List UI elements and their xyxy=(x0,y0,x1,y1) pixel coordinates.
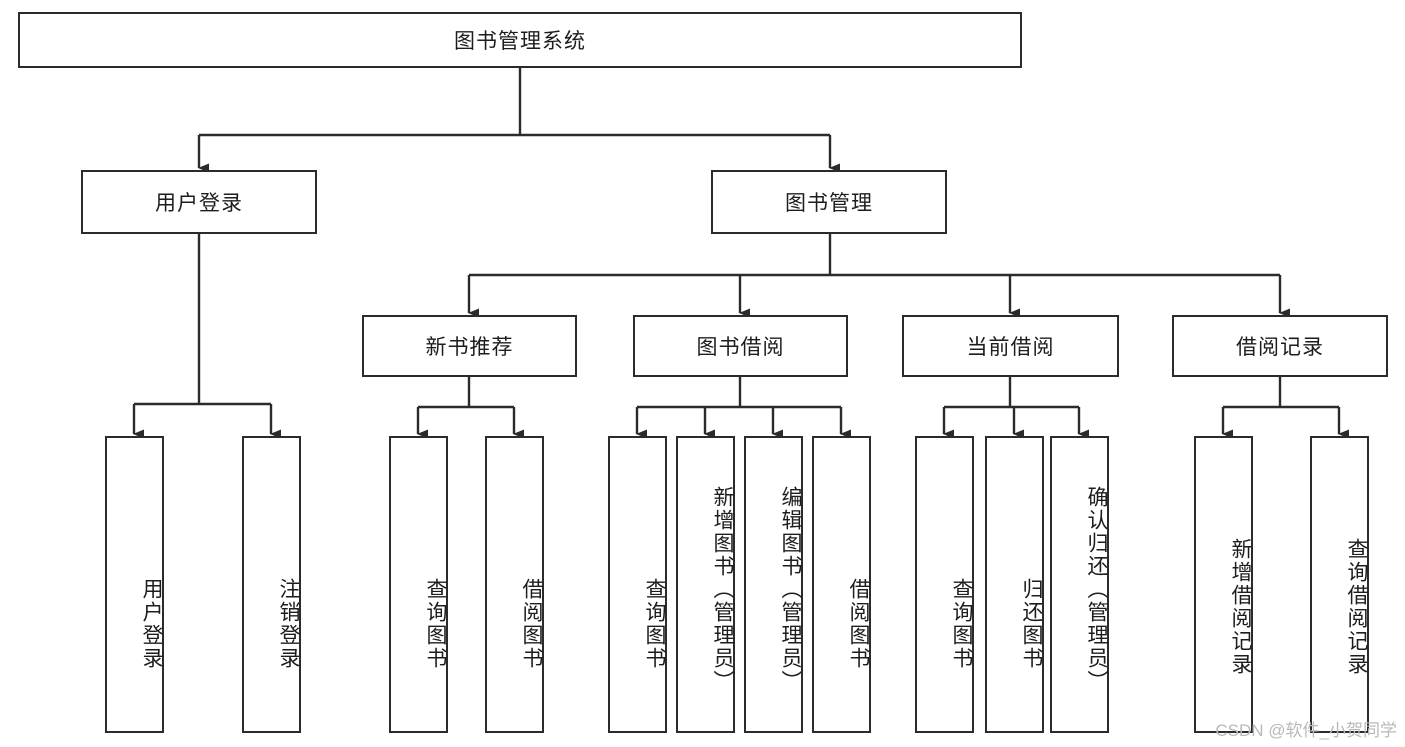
leaf-borrow-book-recommend[interactable]: 借阅图书 xyxy=(485,436,544,733)
node-borrow-record-label: 借阅记录 xyxy=(1236,336,1324,359)
leaf-return-book[interactable]: 归还图书 xyxy=(985,436,1044,733)
leaf-query-book-recommend-label: 查询图书 xyxy=(424,577,447,670)
leaf-query-borrow-record[interactable]: 查询借阅记录 xyxy=(1310,436,1369,733)
leaf-query-book-current-label: 查询图书 xyxy=(950,577,973,670)
leaf-logout-label: 注销登录 xyxy=(277,577,300,670)
leaf-add-borrow-record[interactable]: 新增借阅记录 xyxy=(1194,436,1253,733)
node-root[interactable]: 图书管理系统 xyxy=(18,12,1022,68)
node-book-management[interactable]: 图书管理 xyxy=(711,170,947,234)
leaf-logout[interactable]: 注销登录 xyxy=(242,436,301,733)
leaf-edit-book-admin-label: 编辑图书（管理员） xyxy=(779,486,802,693)
node-new-book-recommend-label: 新书推荐 xyxy=(425,336,514,359)
leaf-borrow-book-borrow-label: 借阅图书 xyxy=(847,577,870,670)
leaf-confirm-return-admin-label: 确认归还（管理员） xyxy=(1085,486,1108,693)
leaf-query-book-borrow[interactable]: 查询图书 xyxy=(608,436,667,733)
node-book-borrow[interactable]: 图书借阅 xyxy=(633,315,848,377)
watermark: CSDN @软件_小贺同学 xyxy=(1215,721,1397,740)
leaf-return-book-label: 归还图书 xyxy=(1020,577,1043,670)
leaf-query-book-recommend[interactable]: 查询图书 xyxy=(389,436,448,733)
node-root-label: 图书管理系统 xyxy=(454,30,586,53)
node-user-login[interactable]: 用户登录 xyxy=(81,170,317,234)
leaf-add-borrow-record-label: 新增借阅记录 xyxy=(1229,538,1252,676)
leaf-query-book-current[interactable]: 查询图书 xyxy=(915,436,974,733)
leaf-add-book-admin-label: 新增图书（管理员） xyxy=(711,486,734,693)
node-current-borrow-label: 当前借阅 xyxy=(966,336,1055,359)
node-book-borrow-label: 图书借阅 xyxy=(696,336,785,359)
node-current-borrow[interactable]: 当前借阅 xyxy=(902,315,1119,377)
node-book-management-label: 图书管理 xyxy=(785,192,873,215)
leaf-borrow-book-recommend-label: 借阅图书 xyxy=(520,577,543,670)
leaf-borrow-book-borrow[interactable]: 借阅图书 xyxy=(812,436,871,733)
leaf-confirm-return-admin[interactable]: 确认归还（管理员） xyxy=(1050,436,1109,733)
leaf-query-book-borrow-label: 查询图书 xyxy=(643,577,666,670)
leaf-edit-book-admin[interactable]: 编辑图书（管理员） xyxy=(744,436,803,733)
node-borrow-record[interactable]: 借阅记录 xyxy=(1172,315,1388,377)
leaf-user-login[interactable]: 用户登录 xyxy=(105,436,164,733)
leaf-query-borrow-record-label: 查询借阅记录 xyxy=(1345,538,1368,676)
leaf-user-login-label: 用户登录 xyxy=(140,577,163,670)
node-user-login-label: 用户登录 xyxy=(155,192,243,215)
leaf-add-book-admin[interactable]: 新增图书（管理员） xyxy=(676,436,735,733)
node-new-book-recommend[interactable]: 新书推荐 xyxy=(362,315,577,377)
